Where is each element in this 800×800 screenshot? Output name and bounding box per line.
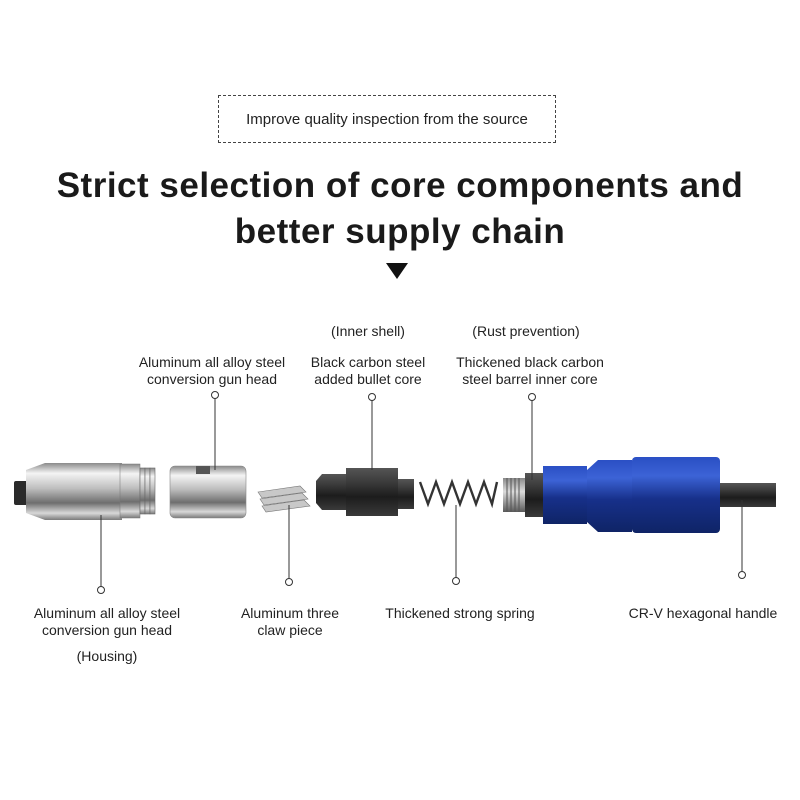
label-claw-line2: claw piece bbox=[257, 622, 323, 638]
claw-piece-part bbox=[257, 485, 311, 513]
label-inner-shell-note: (Inner shell) bbox=[331, 323, 405, 339]
inner-shell-part bbox=[169, 465, 247, 519]
label-housing-line1: Aluminum all alloy steel bbox=[33, 605, 181, 621]
label-spring: Thickened strong spring bbox=[385, 605, 535, 621]
label-rust-note: (Rust prevention) bbox=[472, 323, 580, 339]
bullet-core-part bbox=[316, 468, 414, 516]
spring-part bbox=[418, 478, 499, 509]
label-claw-line1: Aluminum three bbox=[240, 605, 340, 621]
label-housing-note: (Housing) bbox=[76, 648, 138, 664]
leader-lines bbox=[97, 391, 746, 594]
label-claw: Aluminum three claw piece bbox=[220, 605, 360, 639]
label-housing-line2: conversion gun head bbox=[42, 622, 172, 638]
housing-part bbox=[14, 463, 156, 520]
tagline-text: Improve quality inspection from the sour… bbox=[246, 110, 528, 128]
barrel-and-handle-part bbox=[503, 457, 776, 533]
down-arrow-icon bbox=[386, 263, 408, 279]
headline-line-1: Strict selection of core components and bbox=[56, 166, 744, 205]
label-gun-head-inner: Aluminum all alloy steel conversion gun … bbox=[122, 354, 302, 388]
label-handle: CR-V hexagonal handle bbox=[628, 605, 778, 621]
label-housing: Aluminum all alloy steel conversion gun … bbox=[14, 605, 200, 665]
headline-line-2: better supply chain bbox=[234, 212, 566, 251]
label-barrel-core-line2: steel barrel inner core bbox=[462, 371, 598, 387]
label-barrel-core-line1: Thickened black carbon bbox=[456, 354, 604, 370]
label-barrel-core: Thickened black carbon steel barrel inne… bbox=[440, 354, 620, 388]
headline: Strict selection of core components and … bbox=[0, 163, 800, 255]
label-gun-head-inner-line2: conversion gun head bbox=[147, 371, 277, 387]
label-bullet-core-line1: Black carbon steel bbox=[310, 354, 426, 370]
tagline-box: Improve quality inspection from the sour… bbox=[218, 95, 556, 143]
label-gun-head-inner-line1: Aluminum all alloy steel bbox=[138, 354, 286, 370]
label-bullet-core: Black carbon steel added bullet core bbox=[292, 354, 444, 388]
label-bullet-core-line2: added bullet core bbox=[314, 371, 422, 387]
